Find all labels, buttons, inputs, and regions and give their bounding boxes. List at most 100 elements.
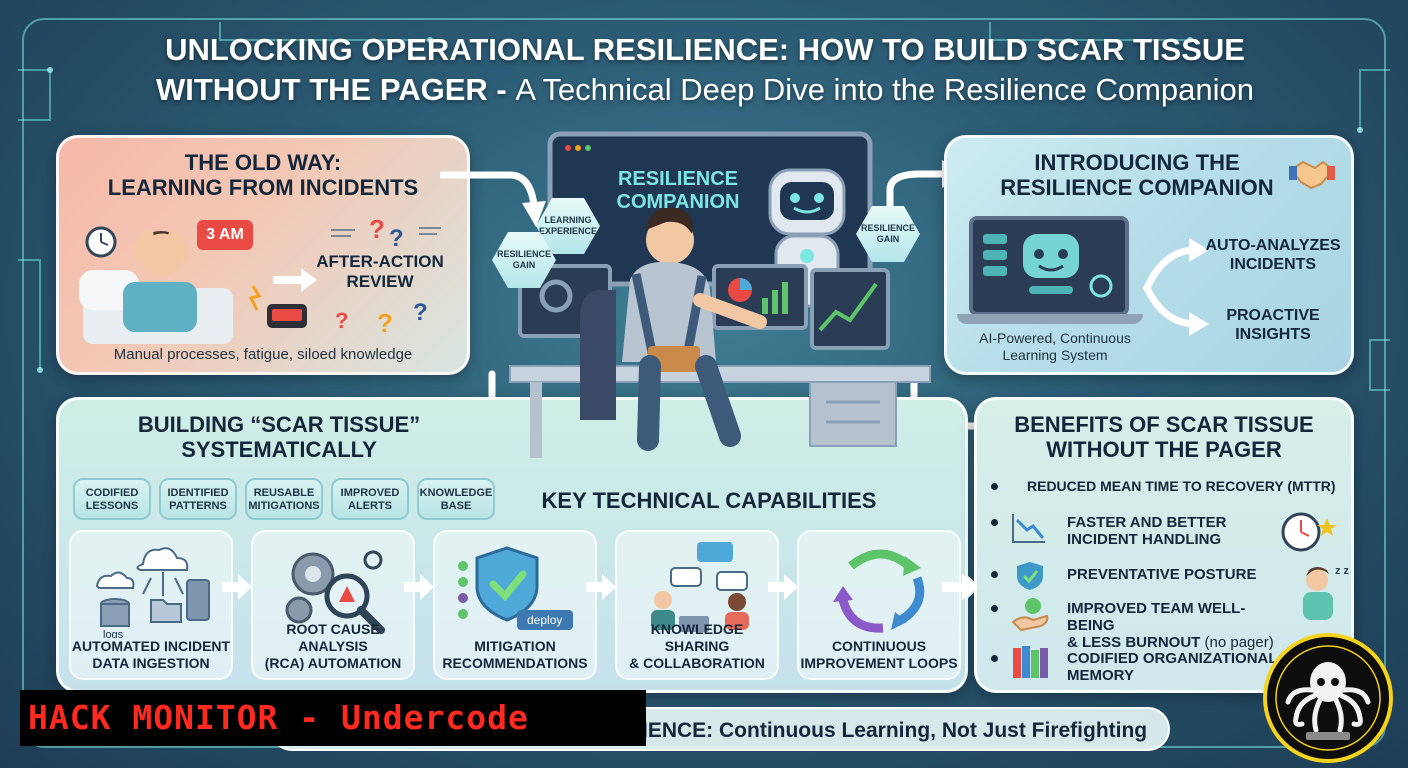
intro-panel: INTRODUCING THE RESILIENCE COMPANION AI-…: [944, 135, 1354, 375]
3am-alarm-bubble: 3 AM: [197, 220, 253, 250]
capability-label-line1: MITIGATION: [474, 638, 556, 654]
screen-title-line1: RESILIENCE: [617, 168, 739, 190]
svg-text:?: ?: [369, 216, 385, 244]
hex-label: GAIN: [512, 260, 536, 270]
capability-label: AUTOMATED INCIDENT DATA INGESTION: [71, 638, 231, 672]
capability-label-line1: ROOT CAUSE ANALYSIS: [286, 621, 380, 654]
hex-label: LEARNING: [544, 215, 592, 225]
building-heading-line1: BUILDING “SCAR TISSUE”: [137, 412, 421, 437]
engineer-robot-workstation-illustration: [509, 131, 931, 458]
footer-text: IENCE: Continuous Learning, Not Just Fir…: [642, 719, 1148, 742]
question-marks-icon: ? ? ? ? ?: [331, 216, 441, 338]
benefit-text-line2: & LESS BURNOUT: [1067, 634, 1201, 651]
capability-label-line1: KNOWLEDGE SHARING: [650, 621, 744, 654]
capability-knowledge-sharing: KNOWLEDGE SHARING & COLLABORATION: [615, 530, 779, 680]
intro-heading-line2: RESILIENCE COMPANION: [1000, 175, 1274, 200]
chip-label: BASE: [440, 500, 472, 512]
capability-label: ROOT CAUSE ANALYSIS (RCA) AUTOMATION: [253, 621, 413, 672]
bullet-dot: [991, 571, 998, 578]
gears-magnifier-icon: [285, 550, 385, 634]
title-line2-bold: WITHOUT THE PAGER -: [155, 72, 507, 107]
feature-auto-analyzes: AUTO-ANALYZES INCIDENTS: [1203, 236, 1343, 274]
old-way-heading: THE OLD WAY: LEARNING FROM INCIDENTS: [59, 150, 467, 200]
benefit-text-note: (no pager): [1204, 634, 1274, 651]
title-line1: UNLOCKING OPERATIONAL RESILIENCE: HOW TO…: [165, 32, 1245, 67]
capability-label-line1: AUTOMATED INCIDENT: [71, 638, 231, 654]
capability-mitigation: deploy MITIGATION RECOMMENDATIONS: [433, 530, 597, 680]
laptop-base: [957, 314, 1143, 324]
intro-caption-line1: AI-Powered, Continuous: [979, 330, 1131, 346]
shield-check-icon: deploy: [458, 546, 573, 630]
building-heading-line2: SYSTEMATICALLY: [181, 437, 377, 462]
chip-label: PATTERNS: [169, 500, 227, 512]
circuit-background: [18, 22, 1390, 391]
intro-heading-line1: INTRODUCING THE: [1034, 150, 1240, 175]
svg-text:?: ?: [377, 308, 393, 338]
octopus-logo-icon: [1263, 633, 1393, 763]
relaxed-person-icon: z z: [1303, 565, 1350, 620]
capability-label-line2: (RCA) AUTOMATION: [264, 655, 402, 671]
cloud-database-icon: logs: [95, 547, 210, 638]
books-icon: [1013, 646, 1048, 678]
hex-label: RESILIENCE: [860, 223, 915, 233]
after-action-review-label: AFTER-ACTION REVIEW: [315, 252, 445, 292]
svg-text:?: ?: [413, 299, 428, 326]
stopwatch-stars-icon: [1281, 512, 1337, 552]
capability-improvement-loops: CONTINUOUS IMPROVEMENT LOOPS: [797, 530, 961, 680]
handshake-icon: [1289, 160, 1335, 190]
chip-label: IDENTIFIED: [167, 487, 229, 499]
svg-text:?: ?: [335, 308, 348, 333]
capability-label: CONTINUOUS IMPROVEMENT LOOPS: [799, 638, 959, 672]
capability-data-ingestion: logs AUTOMATED INCIDENT DATA INGESTION: [69, 530, 233, 680]
old-way-panel: THE OLD WAY: LEARNING FROM INCIDENTS 3 A…: [56, 135, 470, 375]
benefit-text-line2: INCIDENT HANDLING: [1067, 531, 1222, 548]
hack-monitor-watermark: HACK MONITOR - Undercode: [20, 690, 646, 746]
hand-heart-icon: [1011, 598, 1049, 632]
feature1-line2: INCIDENTS: [1229, 256, 1317, 273]
benefits-heading-line1: BENEFITS OF SCAR TISSUE: [1014, 412, 1314, 437]
feature2-line1: PROACTIVE: [1226, 307, 1320, 324]
feature1-line1: AUTO-ANALYZES: [1205, 237, 1341, 254]
old-way-caption: Manual processes, fatigue, siloed knowle…: [113, 346, 413, 363]
arrow-right-icon: [273, 268, 317, 292]
benefit-text-line1: CODIFIED ORGANIZATIONAL: [1067, 650, 1278, 667]
hex-label: GAIN: [876, 234, 900, 244]
shield-icon: [1017, 562, 1043, 590]
benefit-text-line1: FASTER AND BETTER: [1067, 514, 1227, 531]
benefits-heading-line2: WITHOUT THE PAGER: [1046, 437, 1282, 462]
chip-label: ALERTS: [348, 500, 392, 512]
old-way-heading-line2: LEARNING FROM INCIDENTS: [107, 175, 419, 200]
benefit-text: IMPROVED TEAM WELL-BEING& LESS BURNOUT (…: [1067, 600, 1287, 651]
hex-label: EXPERIENCE: [538, 226, 598, 236]
capabilities-title: KEY TECHNICAL CAPABILITIES: [541, 488, 877, 513]
capability-label: KNOWLEDGE SHARING & COLLABORATION: [617, 621, 777, 672]
arrow-to-benefits-icon: [942, 574, 978, 600]
title-line2: WITHOUT THE PAGER - A Technical Deep Div…: [60, 70, 1350, 110]
logs-label: logs: [103, 629, 124, 638]
screen-title-line2: COMPANION: [616, 191, 740, 213]
benefit-text-line1: IMPROVED TEAM WELL-BEING: [1067, 600, 1246, 634]
chip-label: REUSABLE: [253, 487, 315, 499]
team-chat-icon: [651, 542, 749, 632]
building-heading: BUILDING “SCAR TISSUE” SYSTEMATICALLY: [79, 412, 479, 462]
flow-arrows-icon: [222, 574, 980, 600]
bullet-dot: [991, 655, 998, 662]
capability-rca-automation: ROOT CAUSE ANALYSIS (RCA) AUTOMATION: [251, 530, 415, 680]
cycle-arrows-icon: [833, 549, 925, 633]
tired-engineer-illustration: [79, 226, 307, 344]
intro-caption: AI-Powered, Continuous Learning System: [965, 330, 1145, 364]
capability-label-line1: CONTINUOUS: [831, 638, 927, 654]
capability-label-line2: RECOMMENDATIONS: [442, 655, 588, 671]
chip-label: IMPROVED: [340, 487, 400, 499]
branch-arrows-icon: [1143, 238, 1209, 336]
svg-text:?: ?: [389, 225, 404, 252]
bullet-dot: [991, 483, 998, 490]
feature-proactive-insights: PROACTIVE INSIGHTS: [1203, 306, 1343, 344]
chip-label: MITIGATIONS: [248, 500, 320, 512]
bullet-dot: [991, 519, 998, 526]
